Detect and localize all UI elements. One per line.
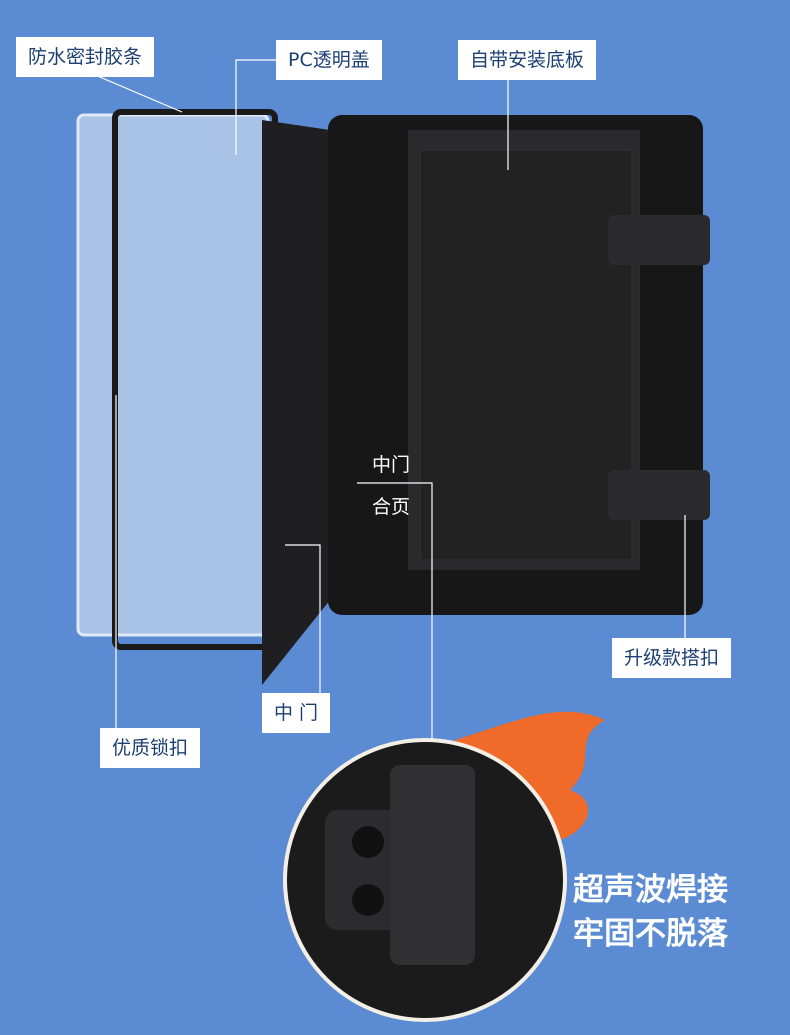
mounting-plate bbox=[419, 149, 633, 561]
latch-bottom bbox=[608, 470, 710, 520]
hinge-label-line1: 中门 bbox=[372, 454, 411, 476]
latch-label: 升级款搭扣 bbox=[612, 638, 732, 678]
lock-label: 优质锁扣 bbox=[100, 728, 201, 768]
mount-plate-label: 自带安装底板 bbox=[458, 40, 597, 80]
leader-lines bbox=[94, 59, 686, 740]
pc-cover-label: PC透明盖 bbox=[276, 40, 382, 80]
slogan-line2: 牢固不脱落 bbox=[573, 916, 728, 952]
seal-strip-label: 防水密封胶条 bbox=[16, 37, 155, 77]
slogan-line1: 超声波焊接 bbox=[573, 872, 728, 908]
middle-door bbox=[262, 120, 330, 685]
hinge-closeup bbox=[283, 738, 567, 1022]
enclosure-body bbox=[328, 115, 710, 615]
middle-door-label: 中 门 bbox=[262, 693, 331, 733]
hinge-label-line2: 合页 bbox=[372, 496, 411, 518]
latch-top bbox=[608, 215, 710, 265]
transparent-cover bbox=[76, 109, 278, 650]
